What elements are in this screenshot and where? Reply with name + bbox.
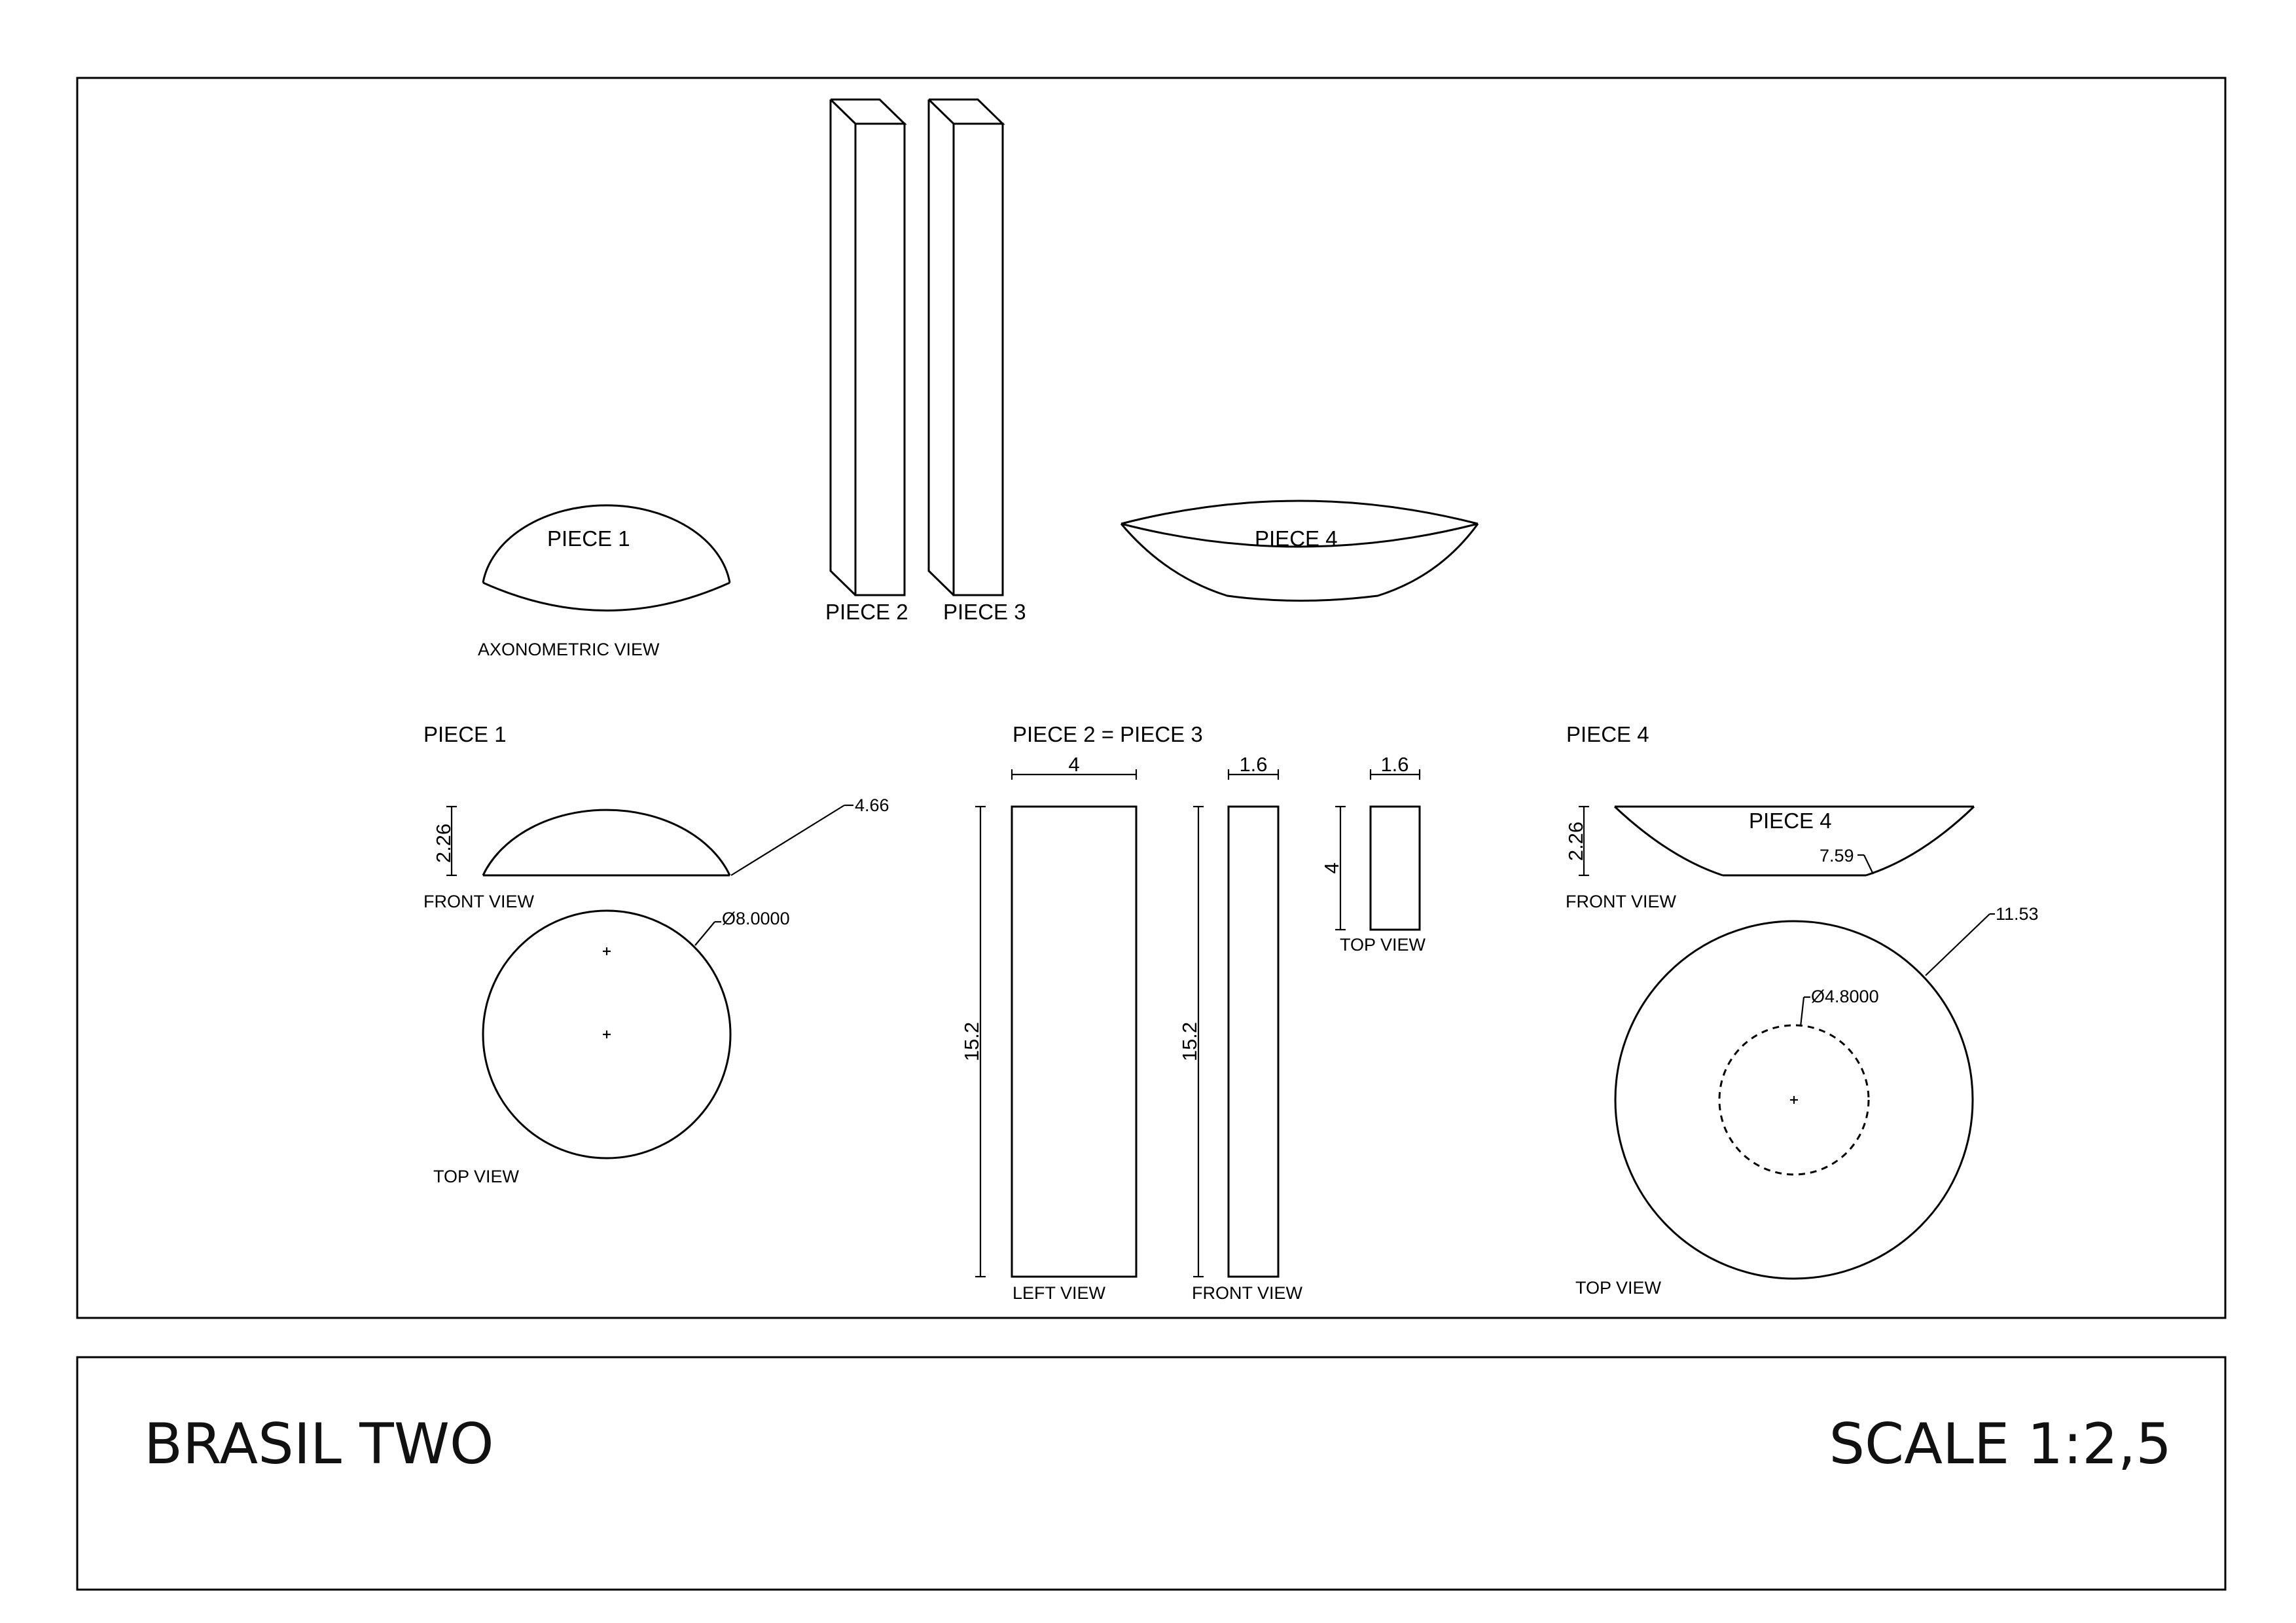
- piece1-height-dimension: [446, 805, 457, 877]
- piece23-width-dimension: [1011, 769, 1138, 780]
- piece1-heading: PIECE 1: [423, 722, 507, 746]
- piece4-center-mark: [1790, 1096, 1798, 1104]
- piece23-top-thickness-dimension: [1369, 769, 1421, 780]
- piece1-diameter-leader: [694, 921, 721, 946]
- piece23-front-view-rect: [1227, 805, 1280, 1278]
- piece23-top-thickness-value: 1.6: [1380, 753, 1408, 776]
- piece4-top-view-inner-dashed-circle: [1718, 1024, 1870, 1176]
- piece4-height-dimension: [1579, 805, 1589, 877]
- piece1-radius-leader: [730, 804, 853, 876]
- piece4-top-view-label: TOP VIEW: [1575, 1278, 1662, 1298]
- piece23-top-depth-value: 4: [1320, 862, 1343, 873]
- piece23-front-height-dimension: [1193, 805, 1204, 1278]
- piece4-radius-leader: [1857, 854, 1874, 875]
- piece23-views: PIECE 2 = PIECE 3 4 15.2 LEFT VIEW 1.6: [960, 722, 1426, 1303]
- axo-piece4-label: PIECE 4: [1255, 526, 1338, 551]
- piece23-heading: PIECE 2 = PIECE 3: [1013, 722, 1203, 746]
- piece1-height-value: 2.26: [432, 824, 455, 863]
- piece4-outer-radius-value: 11.53: [1996, 904, 2039, 924]
- axo-piece3-prism: [927, 98, 1005, 596]
- piece23-front-view-label: FRONT VIEW: [1192, 1283, 1303, 1303]
- piece23-front-thickness-value: 1.6: [1239, 753, 1267, 776]
- piece4-views: PIECE 4 PIECE 4 2.26 7.59 FRONT VIEW: [1564, 722, 2039, 1298]
- piece4-inner-diameter-leader: [1799, 996, 1810, 1027]
- axo-piece2-prism: [829, 98, 907, 596]
- drawing-scale: SCALE 1:2,5: [1829, 1412, 2172, 1477]
- piece4-inner-diameter-value: Ø4.8000: [1811, 987, 1879, 1006]
- piece23-top-depth-dimension: [1335, 805, 1346, 931]
- piece1-front-view-label: FRONT VIEW: [423, 892, 535, 911]
- piece1-center-mark-upper: [603, 947, 611, 955]
- piece4-front-view-label: FRONT VIEW: [1566, 892, 1677, 911]
- piece1-radius-value: 4.66: [855, 795, 889, 815]
- drawing-frame: [76, 77, 2227, 1319]
- piece23-top-view-rect: [1369, 805, 1421, 931]
- drawing-title: BRASIL TWO: [144, 1412, 494, 1477]
- piece1-center-mark: [603, 1030, 611, 1038]
- piece23-left-height-dimension: [975, 805, 986, 1278]
- piece1-views: PIECE 1 2.26 4.66 FRONT VIEW: [423, 722, 889, 1186]
- piece1-top-view-circle: [482, 909, 732, 1159]
- axo-piece2-label: PIECE 2: [825, 600, 908, 624]
- piece23-left-view-label: LEFT VIEW: [1013, 1283, 1106, 1303]
- piece4-outer-radius-leader: [1925, 913, 1995, 976]
- piece4-height-value: 2.26: [1564, 822, 1587, 861]
- piece4-front-view-shape: [1613, 805, 1975, 877]
- piece1-diameter-value: Ø8.0000: [722, 909, 790, 928]
- piece4-top-view-outer-circle: [1614, 920, 1974, 1280]
- piece4-front-view-inner-label: PIECE 4: [1749, 809, 1832, 833]
- piece23-width-value: 4: [1068, 753, 1079, 776]
- piece23-top-view-label: TOP VIEW: [1340, 935, 1426, 955]
- piece23-front-height-value: 15.2: [1178, 1022, 1201, 1061]
- piece23-front-thickness-dimension: [1227, 769, 1280, 780]
- piece4-radius-value: 7.59: [1820, 846, 1854, 866]
- piece23-left-height-value: 15.2: [960, 1022, 983, 1061]
- axo-piece1-label: PIECE 1: [547, 526, 630, 551]
- title-block-frame: [76, 1356, 2227, 1591]
- piece23-left-view-rect: [1011, 805, 1138, 1278]
- axonometric-view-label: AXONOMETRIC VIEW: [478, 640, 660, 659]
- axo-piece4-bowl: [1120, 500, 1479, 602]
- axonometric-view: PIECE 1 PIECE 2 PIECE 3 PIECE 4 AXONOMET…: [478, 98, 1479, 659]
- piece1-front-view-shape: [482, 809, 731, 877]
- piece4-heading: PIECE 4: [1566, 722, 1649, 746]
- axo-piece3-label: PIECE 3: [943, 600, 1026, 624]
- piece1-top-view-label: TOP VIEW: [433, 1167, 520, 1186]
- axo-piece1-dome: [482, 504, 731, 611]
